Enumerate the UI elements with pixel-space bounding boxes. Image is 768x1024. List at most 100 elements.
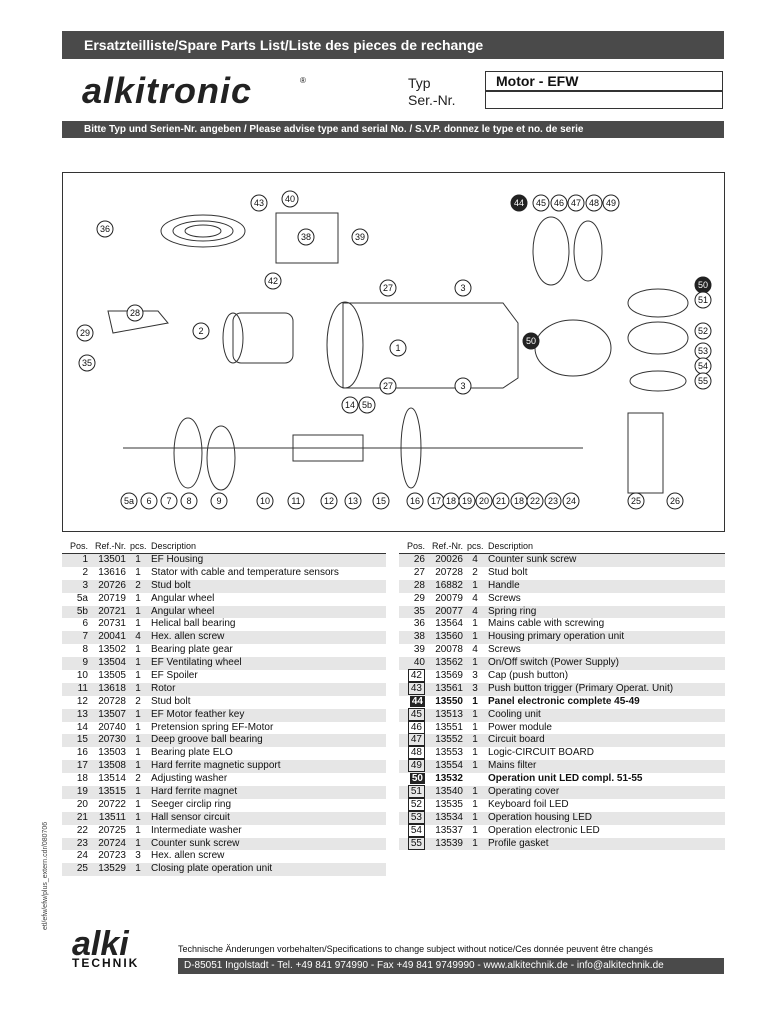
cell-desc: Seeger circlip ring: [146, 799, 231, 812]
callout-18: 18: [510, 492, 528, 510]
cell-pos: 53: [399, 810, 429, 825]
callout-circle: [120, 492, 138, 510]
cell-pcs-text: 1: [472, 618, 478, 630]
cell-ref: 13560: [429, 631, 467, 644]
cell-desc-text: Operation unit LED compl. 51-55: [488, 773, 643, 785]
cell-ref-text: 20026: [435, 554, 463, 565]
cell-pos: 35: [399, 606, 429, 619]
cell-ref: 13616: [92, 567, 130, 580]
cell-ref-text: 20077: [435, 605, 463, 617]
cell-pcs: 1: [467, 825, 483, 838]
cell-desc: EF Housing: [146, 554, 203, 567]
cell-pos: 15: [62, 734, 92, 747]
cell-pos-text: 48: [407, 746, 425, 760]
cell-pcs: 1: [130, 606, 146, 619]
cell-ref-text: 13507: [98, 708, 126, 720]
cell-ref-text: 13560: [435, 631, 463, 643]
callout-circle: [406, 492, 424, 510]
callout-label: 51: [698, 295, 708, 305]
callout-circle: [320, 492, 338, 510]
callout-label: 42: [268, 276, 278, 286]
cell-pcs-text: 4: [135, 631, 141, 643]
cell-pos: 3: [62, 580, 92, 593]
callout-54: 54: [694, 357, 712, 375]
cell-pos: 2: [62, 567, 92, 580]
cell-ref: 20725: [92, 825, 130, 838]
callout-14: 14: [341, 396, 359, 414]
cell-ref: 13537: [429, 825, 467, 838]
callout-circle: [180, 492, 198, 510]
callout-label: 43: [254, 198, 264, 208]
callout-25: 25: [627, 492, 645, 510]
cell-pos: 27: [399, 567, 429, 580]
cell-pcs-text: 4: [472, 644, 478, 656]
cell-pcs-text: 1: [472, 631, 478, 643]
cell-pos-text: 9: [82, 657, 88, 669]
cell-ref: 13513: [429, 709, 467, 722]
callout-23: 23: [544, 492, 562, 510]
cell-pos: 20: [62, 799, 92, 812]
callout-42: 42: [264, 272, 282, 290]
cell-pos: 1: [62, 554, 92, 567]
callout-15: 15: [372, 492, 390, 510]
cell-desc-text: Cooling unit: [488, 708, 541, 720]
callout-circle: [602, 194, 620, 212]
cell-pcs-text: 1: [135, 824, 141, 836]
callout-label: 19: [462, 496, 472, 506]
cell-ref-text: 20721: [98, 605, 126, 617]
cell-pcs-text: 3: [472, 682, 478, 694]
cell-desc: Operation housing LED: [483, 812, 592, 825]
cell-desc-text: Profile gasket: [488, 837, 549, 849]
cell-pos: 22: [62, 825, 92, 838]
cell-desc: Rotor: [146, 683, 175, 696]
cell-desc-text: Hard ferrite magnet: [151, 786, 238, 798]
callout-circle: [694, 372, 712, 390]
brand-logo: alkitronic: [82, 70, 253, 111]
cell-pos: 28: [399, 580, 429, 593]
cell-pos: 13: [62, 709, 92, 722]
cell-pcs: 4: [467, 554, 483, 567]
cell-pcs-text: 1: [135, 760, 141, 772]
cell-ref: 20724: [92, 838, 130, 851]
cell-pos: 17: [62, 760, 92, 773]
cell-pcs-text: 1: [135, 786, 141, 798]
cell-desc-text: Intermediate washer: [151, 824, 242, 836]
callout-circle: [126, 304, 144, 322]
cell-desc: Helical ball bearing: [146, 618, 236, 631]
callout-circle: [567, 194, 585, 212]
cell-desc-text: Hex. allen screw: [151, 631, 225, 643]
cell-pcs-text: 1: [135, 682, 141, 694]
header-ref: Ref.-Nr.: [431, 541, 463, 551]
cell-desc-text: EF Housing: [151, 554, 204, 565]
cell-desc: Panel electronic complete 45-49: [483, 696, 640, 709]
cell-pos: 52: [399, 797, 429, 812]
cell-ref: 13501: [92, 554, 130, 567]
cell-pcs: 1: [130, 567, 146, 580]
cell-pos: 49: [399, 759, 429, 773]
callout-circle: [510, 194, 528, 212]
cell-desc-text: Helical ball bearing: [151, 618, 236, 630]
cell-pos: 48: [399, 746, 429, 760]
cell-pos-text: 47: [407, 733, 425, 747]
cell-pos-text: 40: [413, 657, 425, 669]
cell-desc: EF Motor feather key: [146, 709, 244, 722]
cell-desc: Stator with cable and temperature sensor…: [146, 567, 339, 580]
cell-ref: 20026: [429, 554, 467, 567]
cell-desc-text: Handle: [488, 579, 520, 591]
cell-desc: Stud bolt: [146, 696, 190, 709]
cell-pos: 40: [399, 657, 429, 670]
callout-circle: [281, 190, 299, 208]
cell-ref: 20726: [92, 580, 130, 593]
cell-desc: Operation unit LED compl. 51-55: [483, 773, 642, 786]
cell-desc: Hard ferrite magnet: [146, 786, 237, 799]
cell-ref: 13505: [92, 670, 130, 683]
